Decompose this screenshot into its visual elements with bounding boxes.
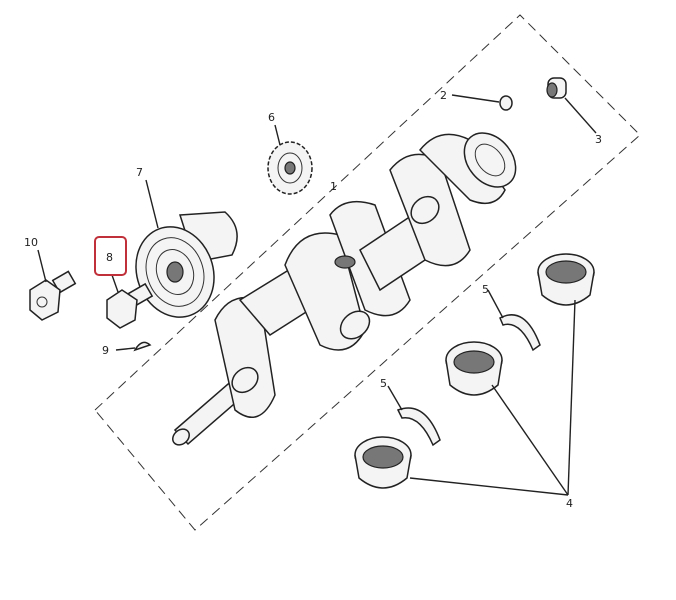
timing-gear [267,141,313,195]
crankshaft [172,132,517,446]
main-bearings [354,253,595,489]
callout-8-highlight-box [94,236,127,276]
leader-lines [37,94,597,496]
callout-1: 1 [330,180,337,193]
bolt-10 [29,270,77,321]
crankshaft-pulley [135,211,238,318]
callout-8: 8 [106,251,113,264]
callout-4: 4 [566,497,573,510]
callout-7: 7 [136,166,143,179]
callout-3: 3 [595,133,602,146]
callout-5-lower: 5 [380,377,387,390]
callout-9: 9 [102,344,109,357]
assembly-boundary [94,14,641,531]
callout-2: 2 [440,89,447,102]
callout-6: 6 [268,111,275,124]
thrust-washer-lower [396,407,441,447]
callout-10: 10 [24,236,38,249]
callout-5-upper: 5 [482,283,489,296]
thrust-washer-upper [499,314,541,352]
bolt-8 [106,282,154,329]
key-2 [499,95,513,111]
woodruff-key-9 [133,341,152,352]
bush-3 [546,77,567,99]
